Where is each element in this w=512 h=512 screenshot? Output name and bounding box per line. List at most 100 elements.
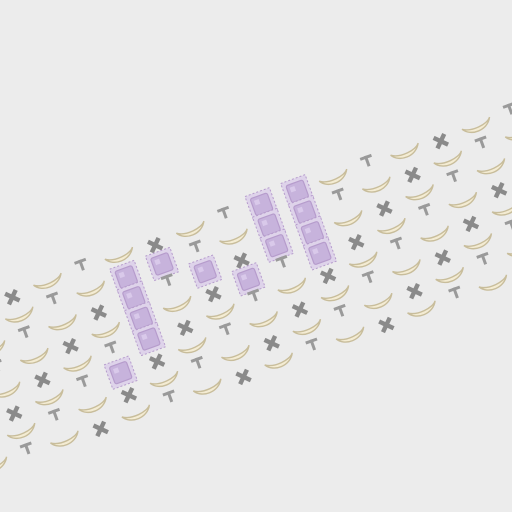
banana-icon: [206, 303, 235, 320]
banana-icon: [4, 306, 34, 323]
t-piece-icon: [190, 355, 203, 369]
highlight-chip-icon[interactable]: [131, 321, 167, 357]
t-piece-icon: [19, 441, 32, 455]
t-piece-icon: [361, 270, 374, 284]
highlight-chip-icon[interactable]: [231, 262, 266, 297]
cross-icon: [434, 249, 451, 266]
cross-icon: [404, 166, 421, 184]
banana-icon: [78, 396, 107, 414]
cross-icon: [406, 283, 423, 300]
t-piece-icon: [474, 135, 487, 149]
banana-icon: [48, 314, 77, 331]
highlight-chip-icon[interactable]: [302, 236, 338, 271]
banana-icon: [491, 199, 512, 216]
banana-icon: [361, 176, 391, 193]
banana-icon: [292, 318, 322, 336]
highlight-chip-icon[interactable]: [144, 246, 180, 282]
t-piece-icon: [417, 202, 431, 216]
highlight-chip-icon[interactable]: [259, 228, 294, 263]
banana-icon: [0, 340, 6, 357]
banana-icon: [348, 251, 378, 268]
banana-icon: [19, 347, 49, 364]
banana-icon: [333, 210, 363, 227]
cross-icon: [4, 288, 21, 306]
banana-icon: [277, 277, 307, 294]
banana-icon: [461, 116, 491, 134]
banana-icon: [390, 142, 419, 160]
t-piece-icon: [333, 303, 346, 317]
t-piece-icon: [216, 205, 230, 219]
t-piece-icon: [160, 273, 173, 287]
banana-icon: [476, 158, 506, 175]
banana-icon: [192, 378, 222, 395]
t-piece-icon: [275, 254, 288, 268]
cross-icon: [146, 236, 164, 254]
banana-icon: [121, 404, 151, 421]
cross-icon: [235, 368, 252, 386]
banana-icon: [175, 220, 205, 237]
banana-icon: [407, 300, 436, 317]
t-piece-icon: [446, 169, 459, 183]
banana-icon: [162, 295, 192, 313]
banana-icon: [76, 280, 105, 297]
cross-icon: [378, 316, 395, 334]
cross-icon: [233, 252, 250, 269]
banana-icon: [435, 266, 464, 284]
t-piece-icon: [188, 239, 201, 253]
t-piece-icon: [331, 187, 344, 201]
banana-icon: [405, 184, 434, 201]
banana-icon: [363, 292, 393, 310]
tile-grid: [0, 101, 512, 473]
t-piece-icon: [359, 153, 372, 167]
t-piece-icon: [448, 285, 461, 299]
t-piece-icon: [502, 101, 512, 115]
banana-icon: [249, 311, 278, 328]
banana-icon: [149, 370, 179, 388]
highlight-chip-icon[interactable]: [187, 254, 223, 289]
banana-icon: [463, 233, 493, 250]
highlight-chip-icon[interactable]: [287, 194, 323, 230]
t-piece-icon: [75, 374, 89, 388]
t-piece-icon: [305, 337, 318, 351]
t-piece-icon: [74, 257, 87, 271]
banana-icon: [33, 272, 62, 289]
cross-icon: [490, 182, 508, 199]
banana-icon: [377, 217, 406, 235]
cross-icon: [319, 267, 337, 285]
banana-icon: [219, 228, 248, 245]
banana-icon: [0, 456, 8, 473]
cross-icon: [291, 301, 309, 318]
cross-icon: [462, 215, 480, 233]
t-piece-icon: [47, 407, 61, 421]
banana-icon: [50, 430, 79, 447]
t-piece-icon: [218, 322, 232, 336]
banana-icon: [448, 191, 478, 209]
banana-icon: [478, 274, 508, 291]
cross-icon: [263, 335, 280, 352]
cross-icon: [177, 319, 194, 337]
banana-icon: [177, 337, 207, 354]
banana-icon: [433, 150, 463, 167]
banana-icon: [318, 168, 348, 186]
banana-icon: [335, 326, 365, 343]
t-piece-icon: [504, 218, 512, 232]
t-piece-icon: [104, 340, 117, 354]
cross-icon: [62, 338, 79, 355]
banana-icon: [506, 240, 512, 258]
cross-icon: [376, 200, 393, 217]
cross-icon: [148, 353, 166, 370]
banana-icon: [63, 355, 92, 372]
cross-icon: [34, 371, 51, 389]
t-piece-icon: [389, 236, 403, 250]
t-piece-icon: [246, 288, 260, 302]
t-piece-icon: [17, 325, 30, 339]
banana-icon: [392, 259, 421, 276]
t-piece-icon: [45, 291, 59, 305]
banana-icon: [221, 344, 250, 362]
banana-icon: [6, 422, 36, 440]
banana-icon: [91, 321, 121, 338]
highlight-chip-icon[interactable]: [103, 355, 138, 390]
cross-icon: [432, 133, 450, 150]
